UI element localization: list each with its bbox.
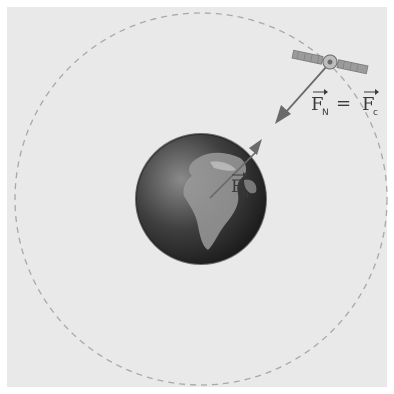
satellite-force-right-subscript: c xyxy=(373,108,378,118)
satellite-icon xyxy=(291,49,369,75)
satellite-force-label: F N = F c xyxy=(311,89,379,118)
satellite-force-right-symbol: F xyxy=(362,94,375,115)
orbit-path xyxy=(14,12,388,386)
satellite-force-left-symbol: F xyxy=(311,94,324,115)
satellite-force-left-subscript: N xyxy=(322,108,329,118)
earth-force-subscript: N xyxy=(242,190,249,200)
earth-force-symbol: F xyxy=(231,177,243,197)
earth-force-label: F N xyxy=(231,172,249,200)
satellite-force-arrow xyxy=(275,65,328,124)
satellite-force-equals: = xyxy=(336,93,351,114)
